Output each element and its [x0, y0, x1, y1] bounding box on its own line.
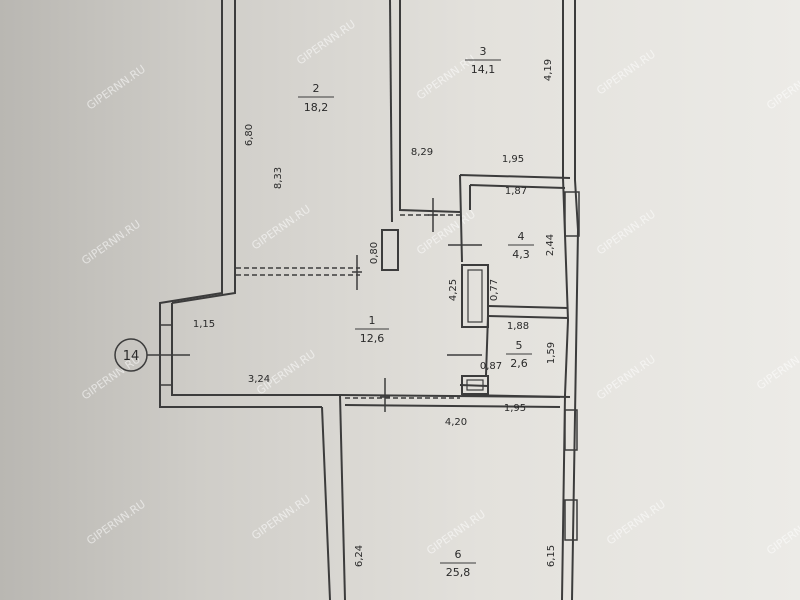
room-label-2: 2 18,2 — [298, 82, 334, 114]
doorway-room2 — [236, 267, 360, 276]
dimension-label: 1,95 — [504, 403, 526, 414]
wall-bath4 — [459, 174, 571, 263]
dimension-label: 1,15 — [193, 319, 215, 330]
room-area: 14,1 — [471, 63, 496, 76]
dimension-label: 1,95 — [502, 154, 524, 165]
window-slot-upper — [564, 191, 580, 237]
room-area: 25,8 — [446, 566, 471, 579]
dimension-label: 6,24 — [354, 545, 365, 567]
room-label-3: 3 14,1 — [465, 45, 501, 76]
room-area: 18,2 — [304, 101, 329, 114]
room-number: 4 — [518, 230, 525, 243]
room-labels: 1 12,6 2 18,2 3 14,1 4 4,3 5 2,6 6 25,8 — [298, 45, 534, 579]
wall-right-outer — [571, 0, 580, 600]
dimension-label: 3,24 — [248, 374, 270, 385]
window-slot-lower — [564, 409, 578, 451]
dimension-label: 6,15 — [546, 545, 557, 567]
dimension-label: 8,29 — [411, 147, 433, 158]
room-label-4: 4 4,3 — [508, 230, 534, 261]
room-label-6: 6 25,8 — [440, 548, 476, 579]
room-number: 5 — [516, 339, 523, 352]
room-number: 1 — [369, 314, 376, 327]
room-number: 2 — [313, 82, 320, 95]
room-number: 3 — [480, 45, 487, 58]
dimension-label: 8,33 — [273, 167, 284, 189]
room-label-5: 5 2,6 — [506, 339, 532, 370]
wall-left-step — [171, 282, 236, 304]
wall-right-inner — [561, 0, 570, 600]
door-ticks — [352, 198, 482, 412]
duct-hall-upper — [461, 264, 489, 328]
wall-left-upper — [159, 0, 322, 408]
wall-bath4-bottom — [487, 305, 569, 319]
dimension-label: 0,80 — [369, 242, 380, 264]
wall-room2-room3 — [389, 0, 393, 223]
unit-marker-label: 14 — [123, 349, 140, 364]
wall-room6-left-outer — [321, 406, 331, 600]
dimension-label: 4,20 — [445, 417, 467, 428]
dimension-label: 4,25 — [448, 279, 459, 301]
wall-room6-left-inner — [339, 394, 346, 600]
wall-room2-room3-inner — [399, 0, 461, 213]
dimension-label: 6,80 — [244, 124, 255, 146]
wall-room6-top — [339, 394, 561, 408]
dimension-label: 0,77 — [489, 279, 500, 301]
dimension-label: 1,88 — [507, 321, 529, 332]
unit-marker: 14 — [114, 338, 190, 372]
dimension-label: 4,19 — [543, 59, 554, 81]
room-area: 12,6 — [360, 332, 385, 345]
duct-hall-lower — [461, 375, 489, 395]
duct-hall-lower-inner — [466, 379, 484, 391]
window-slot-bottom — [564, 499, 578, 541]
dimension-labels: 6,80 8,33 8,29 4,19 1,95 1,87 2,44 0,80 … — [193, 59, 557, 567]
room-area: 2,6 — [510, 357, 528, 370]
room-label-1: 1 12,6 — [355, 314, 389, 345]
duct-room2 — [381, 229, 399, 271]
dimension-label: 1,59 — [546, 342, 557, 364]
dimension-label: 0,87 — [480, 361, 502, 372]
dimension-label: 1,87 — [505, 186, 527, 197]
duct-hall-upper-inner — [467, 269, 483, 323]
room-area: 4,3 — [512, 248, 530, 261]
room-number: 6 — [455, 548, 462, 561]
dimension-label: 2,44 — [545, 234, 556, 256]
